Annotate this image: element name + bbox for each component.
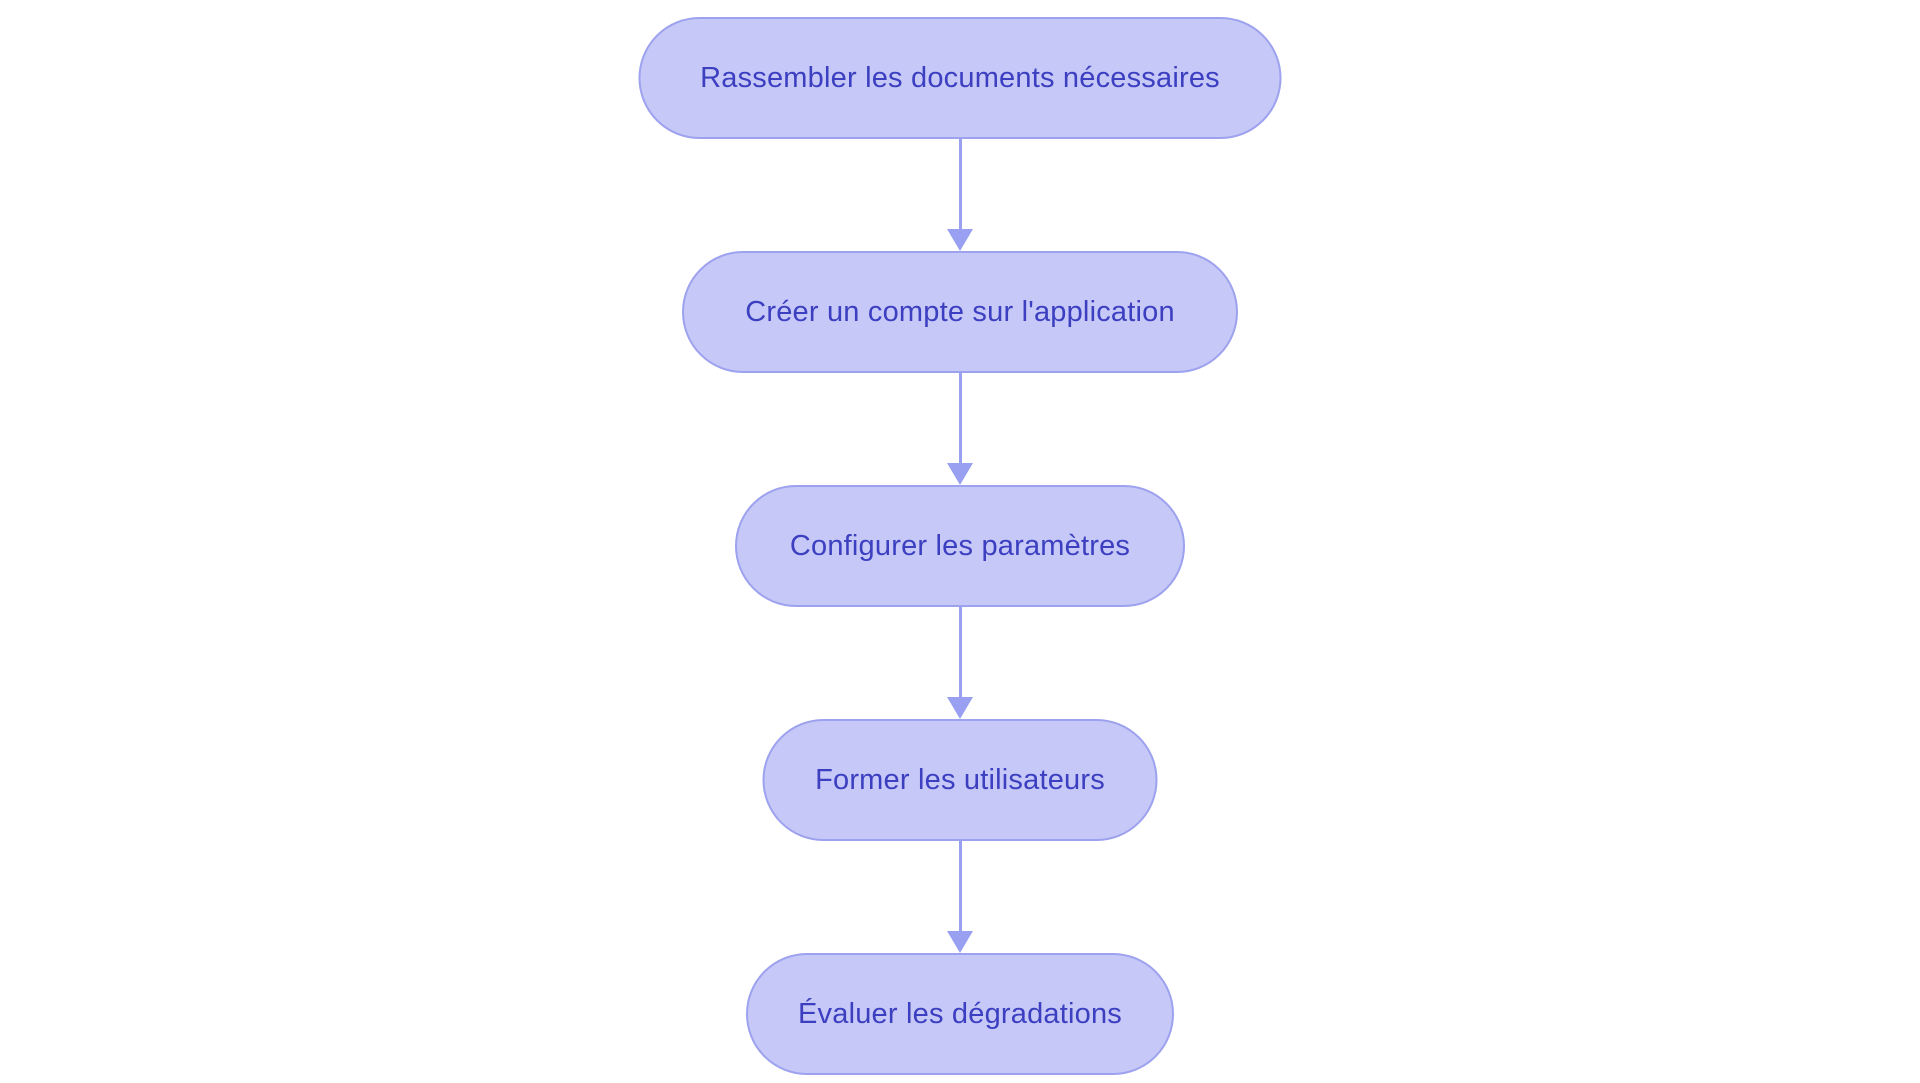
- flow-node-label: Rassembler les documents nécessaires: [700, 61, 1220, 94]
- arrow-line: [958, 607, 962, 697]
- flow-node-label: Configurer les paramètres: [789, 529, 1131, 562]
- flow-node-evaluer-degradations: Évaluer les dégradations: [746, 953, 1174, 1075]
- arrow-line: [958, 139, 962, 229]
- flow-connector-3-4: [945, 607, 975, 719]
- flow-node-label: Former les utilisateurs: [815, 763, 1105, 796]
- flow-connector-1-2: [945, 139, 975, 251]
- flow-node-rassembler-documents: Rassembler les documents nécessaires: [638, 17, 1282, 139]
- flow-connector-2-3: [945, 373, 975, 485]
- arrow-line: [958, 373, 962, 463]
- arrow-head-icon: [947, 463, 973, 485]
- flow-connector-4-5: [945, 841, 975, 953]
- arrow-head-icon: [947, 229, 973, 251]
- flow-node-label: Créer un compte sur l'application: [745, 295, 1175, 328]
- arrow-head-icon: [947, 931, 973, 953]
- flow-node-label: Évaluer les dégradations: [798, 997, 1122, 1030]
- flow-node-configurer-parametres: Configurer les paramètres: [735, 485, 1185, 607]
- flow-node-creer-compte: Créer un compte sur l'application: [682, 251, 1238, 373]
- arrow-line: [958, 841, 962, 931]
- flow-node-former-utilisateurs: Former les utilisateurs: [762, 719, 1158, 841]
- arrow-head-icon: [947, 697, 973, 719]
